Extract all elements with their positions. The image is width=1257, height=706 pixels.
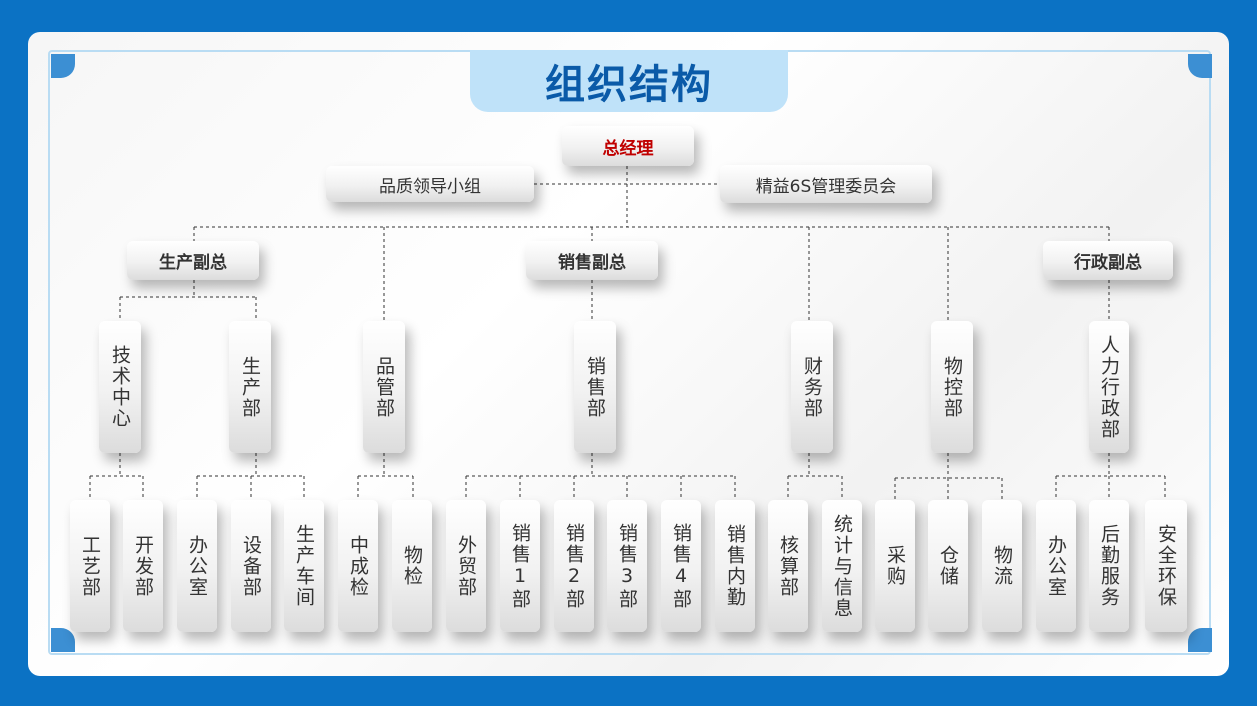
unit-statistics-info: 统计与信息: [822, 500, 862, 632]
unit-sales-1: 销售1部: [500, 500, 540, 632]
ceo-box: 总经理: [562, 126, 694, 166]
unit-equipment: 设备部: [231, 500, 271, 632]
page-title: 组织结构: [545, 62, 713, 108]
unit-in-process-inspection: 中成检: [338, 500, 378, 632]
unit-sales-4: 销售4部: [661, 500, 701, 632]
unit-sales-admin: 销售内勤: [715, 500, 755, 632]
dept-sales: 销售部: [574, 321, 616, 453]
dept-production: 生产部: [229, 321, 271, 453]
unit-warehouse: 仓储: [928, 500, 968, 632]
quality-leadership-group: 品质领导小组: [326, 166, 534, 202]
dept-material-control: 物控部: [931, 321, 973, 453]
unit-workshop: 生产车间: [284, 500, 324, 632]
dept-quality: 品管部: [363, 321, 405, 453]
unit-development: 开发部: [123, 500, 163, 632]
corner-ornament-top-right: [1188, 54, 1212, 78]
unit-production-office: 办公室: [177, 500, 217, 632]
lean-6s-committee: 精益6S管理委员会: [720, 165, 932, 203]
vp-production: 生产副总: [127, 241, 259, 280]
corner-ornament-bottom-left: [51, 628, 75, 652]
unit-sales-2: 销售2部: [554, 500, 594, 632]
unit-accounting: 核算部: [768, 500, 808, 632]
unit-logistics-services: 后勤服务: [1089, 500, 1129, 632]
dept-hr-admin: 人力行政部: [1089, 321, 1129, 453]
unit-process: 工艺部: [70, 500, 110, 632]
vp-admin: 行政副总: [1043, 241, 1173, 280]
vp-sales: 销售副总: [526, 241, 658, 280]
unit-logistics: 物流: [982, 500, 1022, 632]
title-tab: 组织结构: [470, 50, 788, 112]
unit-sales-3: 销售3部: [607, 500, 647, 632]
unit-foreign-trade: 外贸部: [446, 500, 486, 632]
unit-hr-office: 办公室: [1036, 500, 1076, 632]
dept-tech-center: 技术中心: [99, 321, 141, 453]
unit-material-inspection: 物检: [392, 500, 432, 632]
corner-ornament-bottom-right: [1188, 628, 1212, 652]
unit-purchasing: 采购: [875, 500, 915, 632]
dept-finance: 财务部: [791, 321, 833, 453]
unit-safety-environment: 安全环保: [1145, 500, 1187, 632]
